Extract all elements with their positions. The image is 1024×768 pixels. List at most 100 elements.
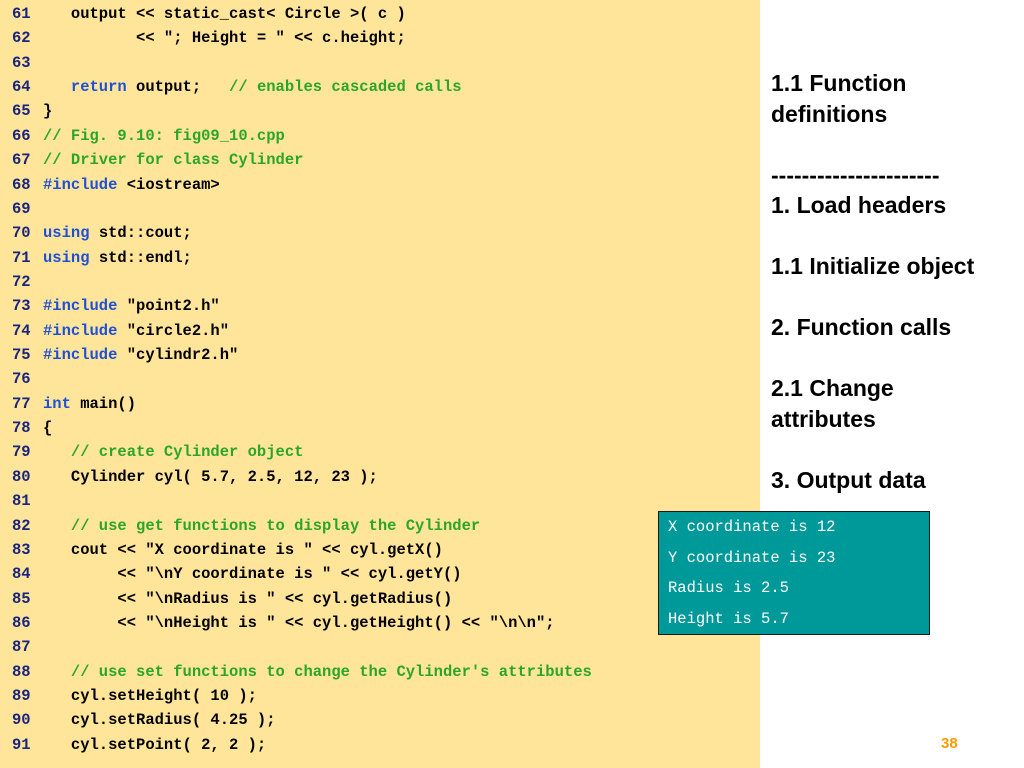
line-number: 64 bbox=[12, 78, 31, 97]
output-line: X coordinate is 12 bbox=[668, 518, 836, 536]
line-number: 68 bbox=[12, 175, 31, 194]
code-token bbox=[43, 443, 71, 461]
comment-token: // Fig. 9.10: fig09_10.cpp bbox=[43, 126, 285, 145]
line-number: 74 bbox=[12, 321, 31, 340]
code-token: std::endl; bbox=[89, 248, 192, 267]
slide-outline: 1.1 Function definitions ---------------… bbox=[771, 70, 975, 493]
comment-token: // create Cylinder object bbox=[70, 443, 304, 462]
keyword-token: #include bbox=[43, 297, 118, 316]
keyword-token: #include bbox=[43, 175, 118, 194]
line-number: 75 bbox=[12, 346, 31, 365]
code-text: << "\nHeight is " << cyl.getHeight() << … bbox=[43, 611, 555, 635]
code-text: cyl.setHeight( 10 ); bbox=[43, 684, 257, 708]
code-token bbox=[43, 517, 71, 535]
line-number: 71 bbox=[12, 248, 31, 267]
line-number: 73 bbox=[12, 297, 31, 316]
code-text: #include <iostream> bbox=[43, 173, 220, 197]
line-number: 65 bbox=[12, 102, 31, 121]
code-text: cyl.setRadius( 4.25 ); bbox=[43, 708, 276, 732]
code-text: using std::endl; bbox=[43, 246, 192, 270]
line-number: 84 bbox=[12, 565, 31, 584]
code-token: main() bbox=[70, 394, 137, 413]
line-number: 91 bbox=[12, 735, 31, 754]
code-text: #include "circle2.h" bbox=[43, 319, 229, 343]
code-text: output << static_cast< Circle >( c ) bbox=[43, 2, 406, 26]
code-token: "cylindr2.h" bbox=[117, 346, 239, 365]
code-token: << "\nRadius is " << cyl.getRadius() bbox=[43, 589, 453, 608]
line-number: 61 bbox=[12, 5, 31, 23]
output-line: Height is 5.7 bbox=[668, 610, 789, 629]
code-text: { bbox=[43, 416, 52, 440]
line-number: 80 bbox=[12, 467, 31, 486]
code-token: } bbox=[43, 102, 53, 121]
code-text: // Fig. 9.10: fig09_10.cpp bbox=[43, 124, 285, 148]
code-token: << "\nY coordinate is " << cyl.getY() bbox=[43, 565, 462, 584]
line-number: 82 bbox=[12, 516, 31, 535]
line-number: 89 bbox=[12, 687, 31, 706]
line-number: 76 bbox=[12, 370, 31, 389]
code-token: { bbox=[43, 419, 53, 438]
code-text: using std::cout; bbox=[43, 221, 192, 245]
code-text: // use set functions to change the Cylin… bbox=[43, 660, 592, 684]
code-listing: 61 output << static_cast< Circle >( c ) 6… bbox=[0, 0, 760, 768]
program-output-box: X coordinate is 12 Y coordinate is 23 Ra… bbox=[658, 511, 930, 635]
code-text: Cylinder cyl( 5.7, 2.5, 12, 23 ); bbox=[43, 465, 378, 489]
code-text: << "\nY coordinate is " << cyl.getY() bbox=[43, 562, 462, 586]
line-number: 62 bbox=[12, 29, 31, 48]
code-token: std::cout; bbox=[89, 224, 192, 243]
line-number: 90 bbox=[12, 711, 31, 730]
line-number: 79 bbox=[12, 443, 31, 462]
code-token: cyl.setRadius( 4.25 ); bbox=[43, 711, 276, 730]
line-number: 69 bbox=[12, 199, 31, 218]
page-number: 38 bbox=[941, 735, 958, 752]
keyword-token: #include bbox=[43, 321, 118, 340]
code-text: << "\nRadius is " << cyl.getRadius() bbox=[43, 587, 452, 611]
line-number: 66 bbox=[12, 126, 31, 145]
line-number: 70 bbox=[12, 224, 31, 243]
keyword-token: #include bbox=[43, 346, 118, 365]
code-token: << "; Height = " << c.height; bbox=[43, 29, 406, 48]
code-token: "circle2.h" bbox=[117, 321, 230, 340]
line-number: 72 bbox=[12, 272, 31, 291]
comment-token: // use get functions to display the Cyli… bbox=[70, 516, 481, 535]
line-number: 87 bbox=[12, 638, 31, 657]
code-text: << "; Height = " << c.height; bbox=[43, 26, 406, 50]
line-number: 63 bbox=[12, 53, 31, 72]
code-text: int main() bbox=[43, 392, 136, 416]
output-line: Y coordinate is 23 bbox=[668, 548, 836, 567]
code-text: #include "cylindr2.h" bbox=[43, 343, 238, 367]
code-token bbox=[43, 663, 71, 681]
code-text: cyl.setPoint( 2, 2 ); bbox=[43, 733, 266, 757]
comment-token: // use set functions to change the Cylin… bbox=[70, 662, 592, 681]
keyword-token: int bbox=[43, 394, 71, 413]
code-token: << "\nHeight is " << cyl.getHeight() << … bbox=[43, 614, 555, 632]
code-token: output; bbox=[126, 78, 230, 97]
code-token: <iostream> bbox=[117, 175, 220, 194]
line-number: 77 bbox=[12, 394, 31, 413]
comment-token: // enables cascaded calls bbox=[229, 78, 462, 97]
keyword-token: using bbox=[43, 248, 90, 267]
code-text: cout << "X coordinate is " << cyl.getX() bbox=[43, 538, 443, 562]
line-number: 83 bbox=[12, 540, 31, 559]
code-text: // use get functions to display the Cyli… bbox=[43, 514, 480, 538]
keyword-token: return bbox=[70, 78, 127, 97]
code-token: cyl.setPoint( 2, 2 ); bbox=[43, 735, 267, 754]
line-number: 86 bbox=[12, 614, 31, 632]
code-text: // Driver for class Cylinder bbox=[43, 148, 303, 172]
keyword-token: using bbox=[43, 224, 90, 243]
line-number: 88 bbox=[12, 662, 31, 681]
output-line: Radius is 2.5 bbox=[668, 579, 789, 598]
line-number: 67 bbox=[12, 151, 31, 170]
code-text: #include "point2.h" bbox=[43, 294, 220, 318]
code-token: "point2.h" bbox=[117, 297, 220, 316]
code-token: Cylinder cyl( 5.7, 2.5, 12, 23 ); bbox=[43, 467, 378, 486]
line-number: 78 bbox=[12, 419, 31, 438]
code-token: output << static_cast< Circle >( c ) bbox=[43, 5, 406, 23]
code-token bbox=[43, 78, 71, 96]
line-number: 85 bbox=[12, 589, 31, 608]
code-text: // create Cylinder object bbox=[43, 440, 304, 464]
comment-token: // Driver for class Cylinder bbox=[43, 151, 304, 170]
code-text: } bbox=[43, 99, 52, 123]
code-text: return output; // enables cascaded calls bbox=[43, 75, 462, 99]
code-token: cout << "X coordinate is " << cyl.getX() bbox=[43, 540, 443, 559]
